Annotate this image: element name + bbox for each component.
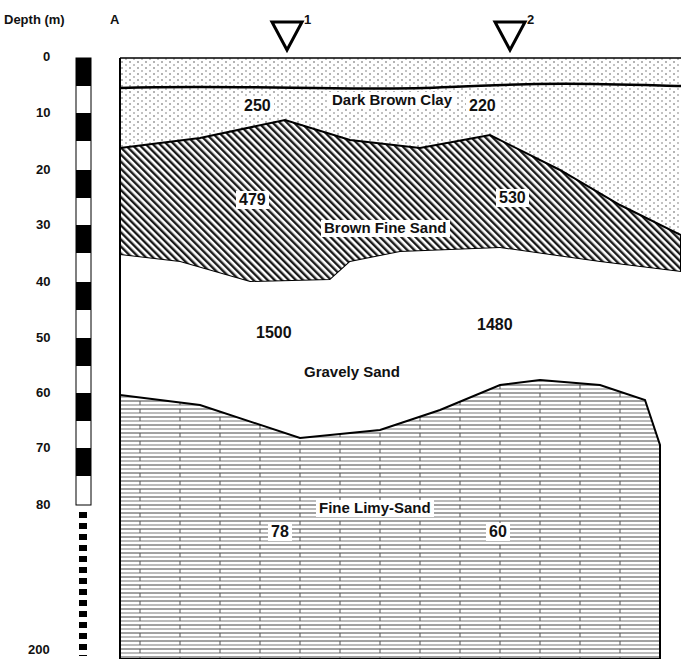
- depth-tick: 50: [36, 331, 50, 345]
- resistivity-value: 220: [466, 97, 499, 115]
- resistivity-value: 1480: [474, 316, 516, 334]
- depth-tick: 200: [28, 643, 50, 657]
- layer-name: Fine Limy-Sand: [316, 500, 434, 517]
- well-number: 2: [527, 13, 534, 27]
- layer-name: Gravely Sand: [301, 364, 403, 381]
- depth-tick: 80: [36, 498, 50, 512]
- resistivity-value: 530: [496, 189, 529, 207]
- resistivity-value: 479: [236, 191, 269, 209]
- layer-name: Dark Brown Clay: [329, 92, 455, 109]
- resistivity-value: 78: [268, 523, 292, 541]
- resistivity-value: 1500: [253, 324, 295, 342]
- depth-tick: 70: [36, 441, 50, 455]
- layer-name: Brown Fine Sand: [321, 220, 450, 237]
- depth-tick: 20: [36, 163, 50, 177]
- depth-tick: 40: [36, 275, 50, 289]
- depth-tick: 30: [36, 218, 50, 232]
- well-number: 1: [304, 13, 311, 27]
- section-end-label: A: [110, 13, 119, 27]
- resistivity-value: 60: [486, 523, 510, 541]
- resistivity-value: 250: [241, 97, 274, 115]
- depth-tick: 0: [43, 50, 50, 64]
- depth-tick: 10: [36, 106, 50, 120]
- depth-tick: 60: [36, 386, 50, 400]
- depth-axis-title: Depth (m): [4, 13, 65, 27]
